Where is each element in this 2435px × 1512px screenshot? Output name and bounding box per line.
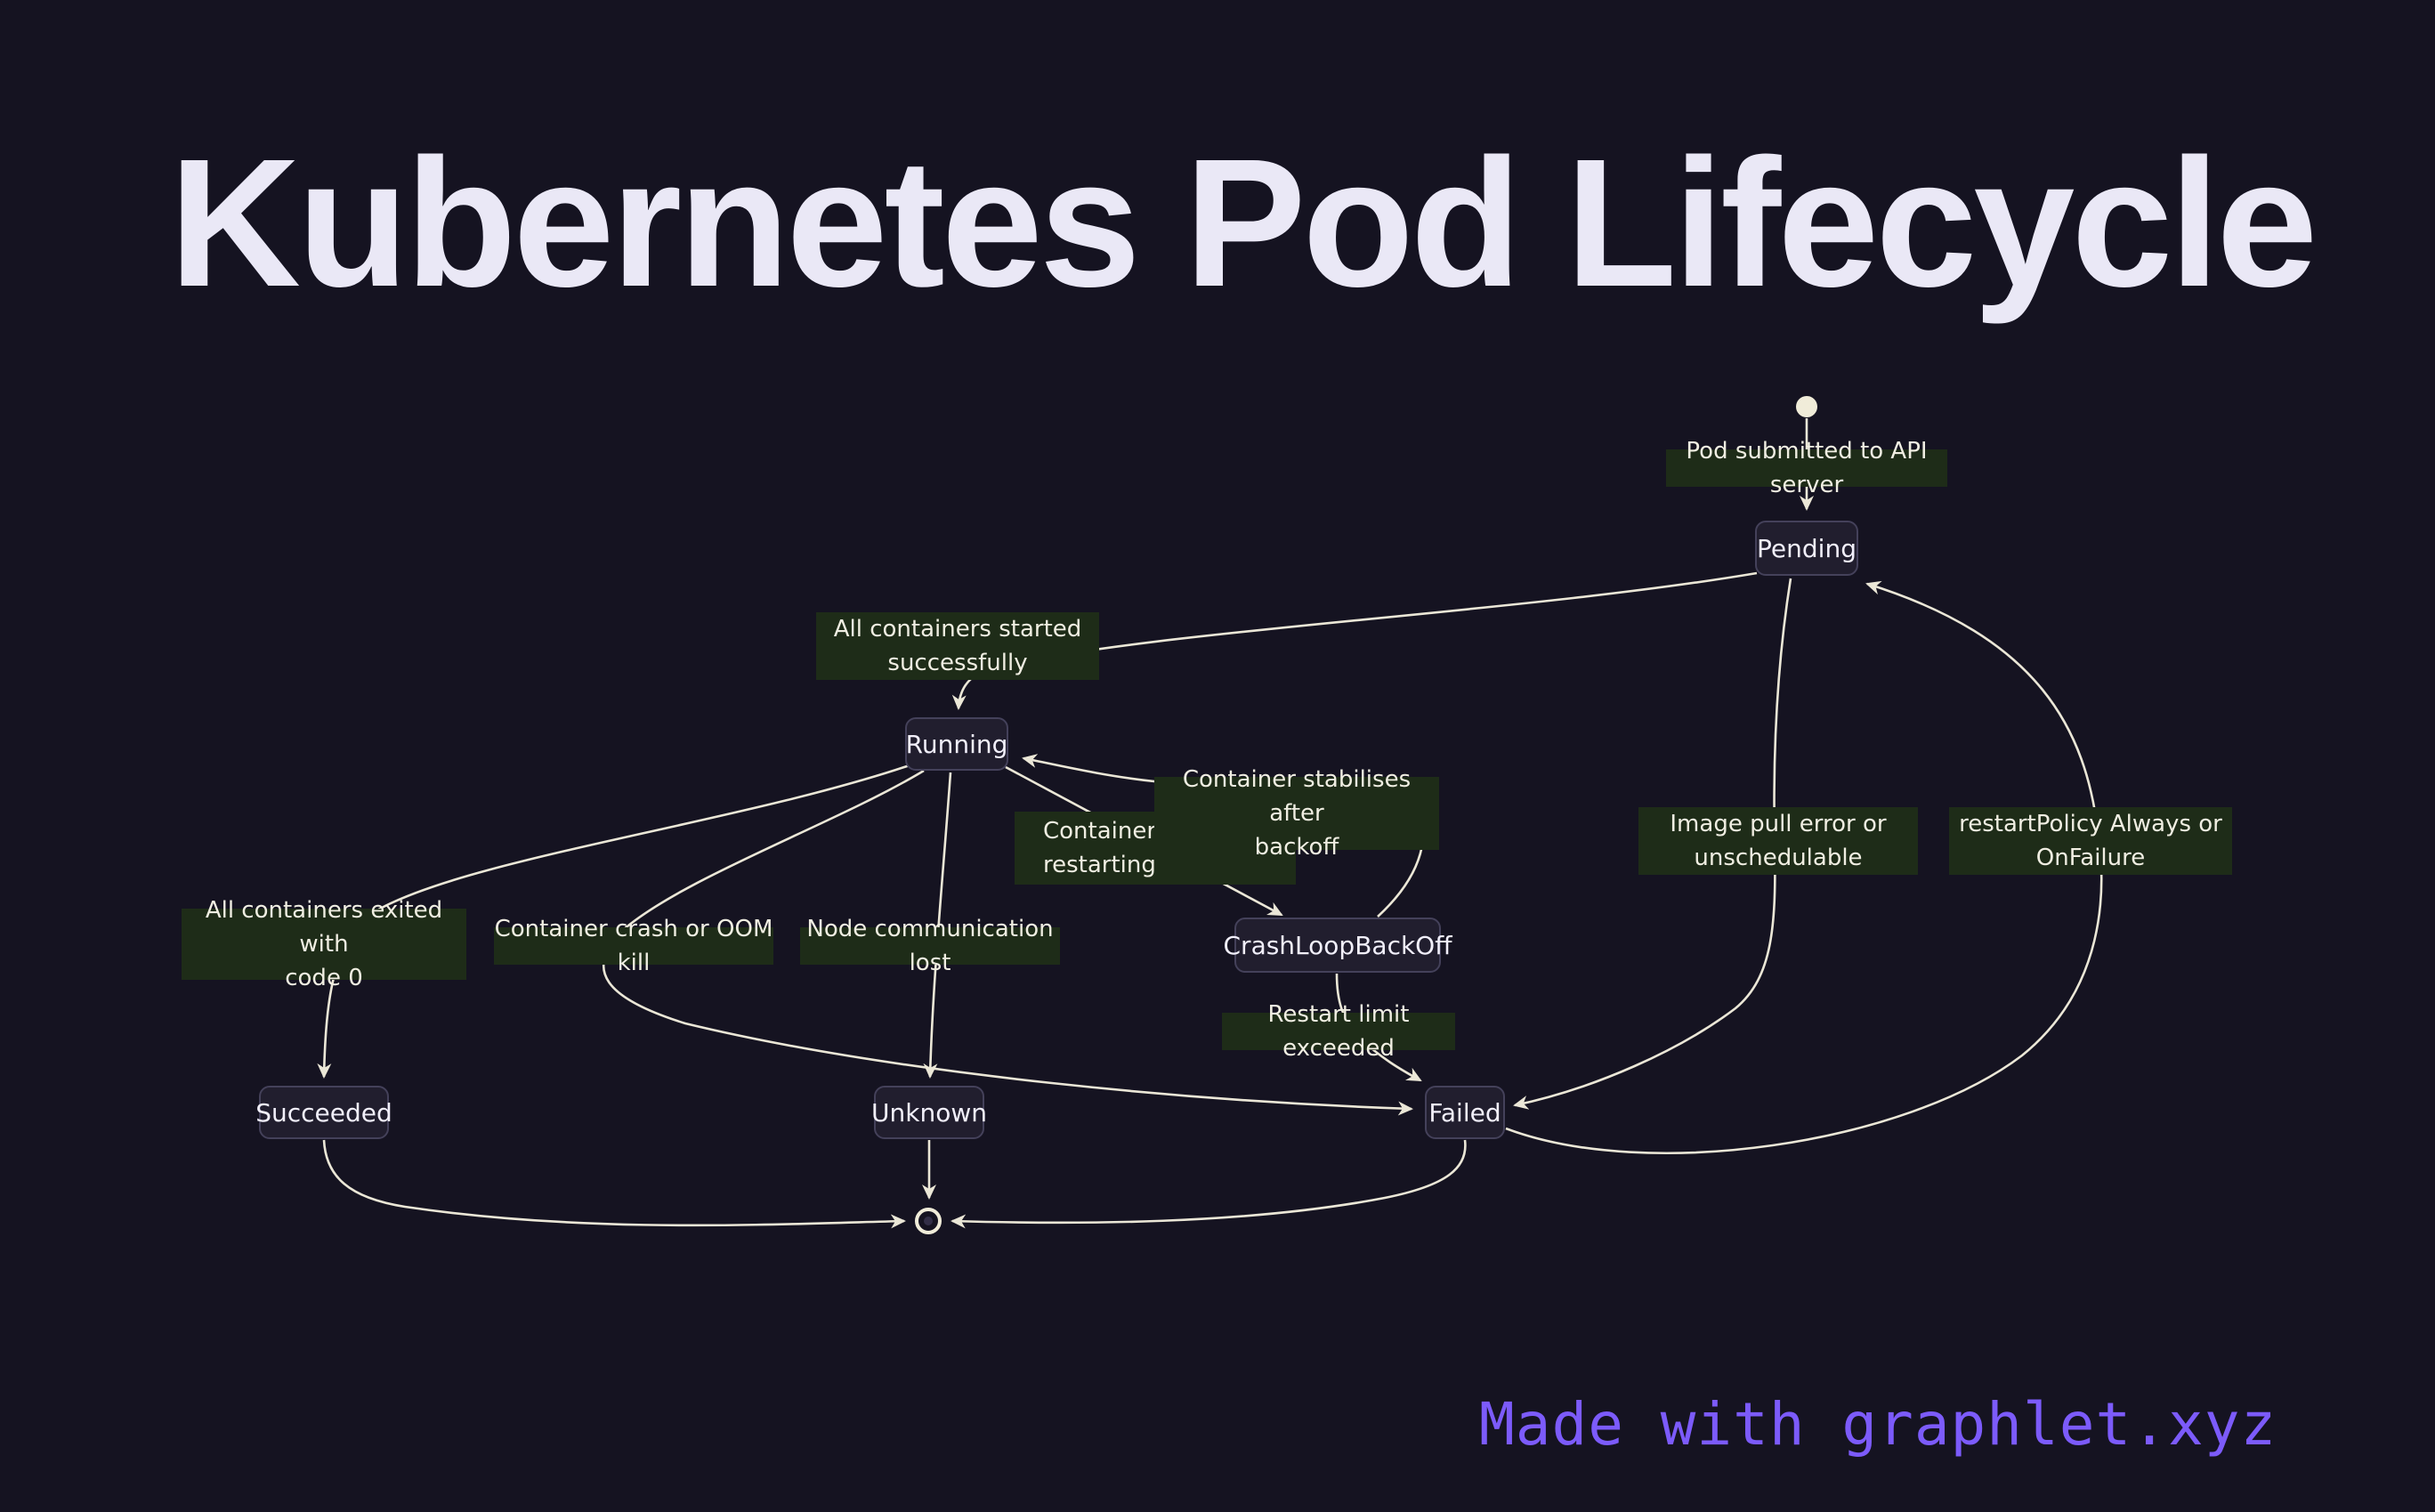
state-node-crashloopbackoff: CrashLoopBackOff (1224, 918, 1452, 973)
edge-label-exited-zero: All containers exited with code 0 (182, 897, 466, 991)
start-state-dot (1796, 396, 1817, 417)
edge-label-stabilises: Container stabilises after backoff (1154, 766, 1439, 861)
edge-running-failed (602, 769, 1413, 1116)
credit-link[interactable]: Made with graphlet.xyz (1479, 1390, 2277, 1459)
state-node-failed: Failed (1425, 1086, 1505, 1139)
page-title: Kubernetes Pod Lifecycle (169, 121, 2318, 325)
edge-label-crash-oom: Container crash or OOM kill (494, 916, 773, 976)
edge-failed-end (951, 1139, 1467, 1229)
edge-label-image-pull: Image pull error or unschedulable (1638, 807, 1918, 875)
edge-failed-pending (1505, 580, 2103, 1154)
state-node-succeeded: Succeeded (255, 1086, 392, 1139)
edge-label-pod-submitted: Pod submitted to API server (1666, 438, 1947, 498)
edge-label-all-started: All containers started successfully (816, 612, 1099, 680)
edge-pending-failed (1513, 578, 1792, 1110)
edge-label-restart-policy: restartPolicy Always or OnFailure (1949, 807, 2232, 875)
edge-running-succeeded (317, 764, 910, 1079)
edge-label-node-lost: Node communication lost (800, 916, 1060, 976)
state-node-unknown: Unknown (871, 1086, 987, 1139)
state-node-running: Running (905, 717, 1008, 771)
edge-running-unknown (923, 772, 952, 1079)
state-node-pending: Pending (1755, 521, 1858, 576)
end-state-circle (915, 1208, 942, 1234)
edge-succeeded-end (322, 1139, 906, 1229)
edge-label-restart-limit: Restart limit exceeded (1222, 1001, 1455, 1062)
